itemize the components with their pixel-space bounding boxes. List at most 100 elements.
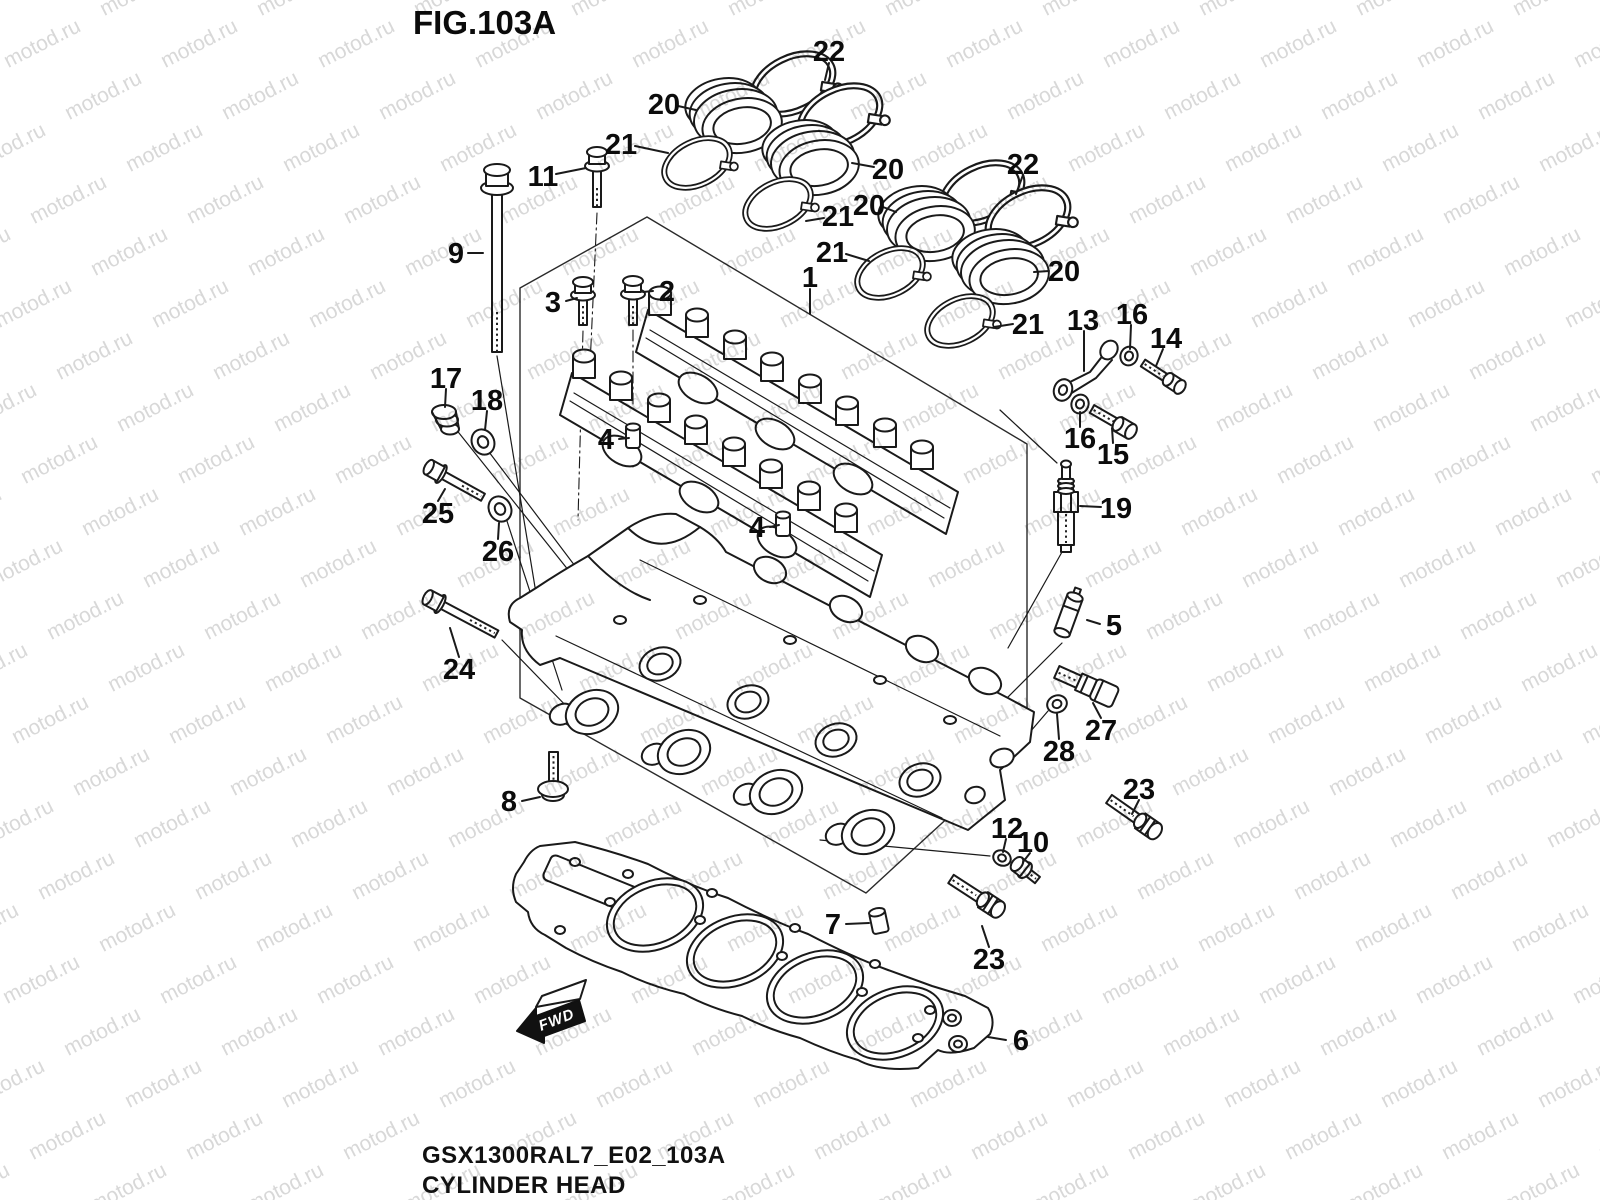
callout-23: 23 bbox=[1123, 774, 1155, 806]
washer-18 bbox=[466, 424, 500, 460]
callout-20: 20 bbox=[853, 190, 885, 222]
callout-24: 24 bbox=[443, 654, 475, 686]
bolt-11 bbox=[584, 146, 610, 208]
leader-line-24 bbox=[449, 627, 460, 658]
callout-28: 28 bbox=[1043, 736, 1075, 768]
callout-9: 9 bbox=[448, 238, 464, 270]
callout-15: 15 bbox=[1097, 439, 1129, 471]
bolt-24 bbox=[421, 589, 500, 639]
bolt-9 bbox=[480, 163, 514, 353]
callout-19: 19 bbox=[1100, 493, 1132, 525]
hardware-drawings bbox=[421, 146, 1187, 935]
leader-line-22 bbox=[824, 62, 830, 81]
leader-line-20 bbox=[1033, 270, 1050, 273]
washer-16a bbox=[1116, 343, 1142, 369]
leader-line-21 bbox=[634, 145, 669, 154]
bolt-25 bbox=[422, 458, 486, 502]
leader-line-27 bbox=[1092, 702, 1102, 719]
callout-4: 4 bbox=[749, 512, 765, 544]
leader-line-25 bbox=[437, 488, 446, 502]
oil-pipe-13 bbox=[1052, 339, 1119, 402]
leader-line-23 bbox=[1131, 799, 1140, 815]
bolt-2 bbox=[620, 275, 646, 326]
callout-14: 14 bbox=[1150, 323, 1182, 355]
screw-8 bbox=[537, 751, 569, 802]
leader-line-26 bbox=[497, 522, 500, 540]
temp-sensor-27 bbox=[1053, 665, 1120, 708]
bolt-3 bbox=[570, 276, 596, 326]
callout-5: 5 bbox=[1106, 610, 1122, 642]
washer-12 bbox=[992, 849, 1012, 867]
washer-26 bbox=[483, 491, 517, 527]
callout-23: 23 bbox=[973, 944, 1005, 976]
leader-line-4 bbox=[769, 524, 780, 528]
leader-line-3 bbox=[565, 297, 578, 302]
bolt-15 bbox=[1088, 404, 1138, 440]
callout-10: 10 bbox=[1017, 827, 1049, 859]
callout-21: 21 bbox=[822, 201, 854, 233]
leader-line-18 bbox=[484, 410, 488, 431]
callout-6: 6 bbox=[1013, 1025, 1029, 1057]
callout-20: 20 bbox=[648, 89, 680, 121]
leader-line-14 bbox=[1155, 348, 1164, 367]
callout-11: 11 bbox=[528, 161, 559, 193]
leader-line-5 bbox=[1086, 619, 1101, 625]
leader-line-2 bbox=[642, 290, 654, 293]
figure-caption: CYLINDER HEAD bbox=[422, 1172, 626, 1199]
callout-22: 22 bbox=[813, 36, 845, 68]
callout-12: 12 bbox=[991, 813, 1023, 845]
leader-line-10 bbox=[1022, 852, 1031, 863]
bolt-14 bbox=[1139, 358, 1187, 395]
leader-line-4 bbox=[618, 437, 630, 440]
oil-jet-5 bbox=[1053, 586, 1084, 639]
figure-title: FIG.103A bbox=[413, 4, 557, 41]
leader-line-21 bbox=[845, 253, 870, 262]
callout-20: 20 bbox=[1048, 256, 1080, 288]
bolt-23a bbox=[1105, 793, 1164, 841]
callout-8: 8 bbox=[501, 786, 517, 818]
callout-26: 26 bbox=[482, 536, 514, 568]
callout-21: 21 bbox=[816, 237, 848, 269]
leader-line-20 bbox=[677, 105, 697, 111]
leader-line-11 bbox=[555, 167, 587, 175]
callout-18: 18 bbox=[471, 385, 503, 417]
callout-25: 25 bbox=[422, 498, 454, 530]
leader-line-22 bbox=[1015, 174, 1024, 195]
fwd-arrow: FWD bbox=[516, 979, 587, 1044]
callout-16: 16 bbox=[1116, 299, 1148, 331]
assembly-box-outline bbox=[519, 216, 1028, 894]
bolt-10 bbox=[1009, 855, 1041, 885]
callout-22: 22 bbox=[1007, 149, 1039, 181]
grommet-17 bbox=[431, 404, 460, 436]
leader-line-17 bbox=[444, 388, 447, 408]
leader-line-7 bbox=[845, 922, 870, 925]
leader-line-8 bbox=[521, 796, 541, 802]
leader-line-20 bbox=[851, 162, 875, 168]
callout-17: 17 bbox=[430, 363, 462, 395]
leader-line-12 bbox=[1002, 838, 1007, 853]
cylinder-head-drawing bbox=[507, 512, 1035, 869]
callout-21: 21 bbox=[605, 129, 637, 161]
callout-2: 2 bbox=[659, 276, 675, 308]
callout-layer: 1234456789101112131415161617181920202020… bbox=[422, 36, 1182, 1057]
head-gasket-drawing bbox=[512, 841, 994, 1075]
figure-code: GSX1300RAL7_E02_103A bbox=[422, 1142, 726, 1169]
callout-1: 1 bbox=[802, 262, 818, 294]
callout-3: 3 bbox=[545, 287, 561, 319]
dowel-4a bbox=[625, 422, 641, 449]
callout-7: 7 bbox=[825, 909, 841, 941]
callout-4: 4 bbox=[598, 424, 614, 456]
dowel-7 bbox=[868, 906, 890, 935]
callout-13: 13 bbox=[1067, 305, 1099, 337]
callout-27: 27 bbox=[1085, 715, 1117, 747]
leader-line-20 bbox=[882, 206, 897, 213]
leader-line-6 bbox=[987, 1036, 1007, 1041]
spark-plug-19 bbox=[1053, 459, 1079, 553]
callout-21: 21 bbox=[1012, 309, 1044, 341]
leader-line-16 bbox=[1129, 324, 1132, 350]
leader-line-19 bbox=[1079, 505, 1102, 508]
dowel-4b bbox=[775, 510, 791, 537]
leader-line-28 bbox=[1056, 713, 1060, 740]
